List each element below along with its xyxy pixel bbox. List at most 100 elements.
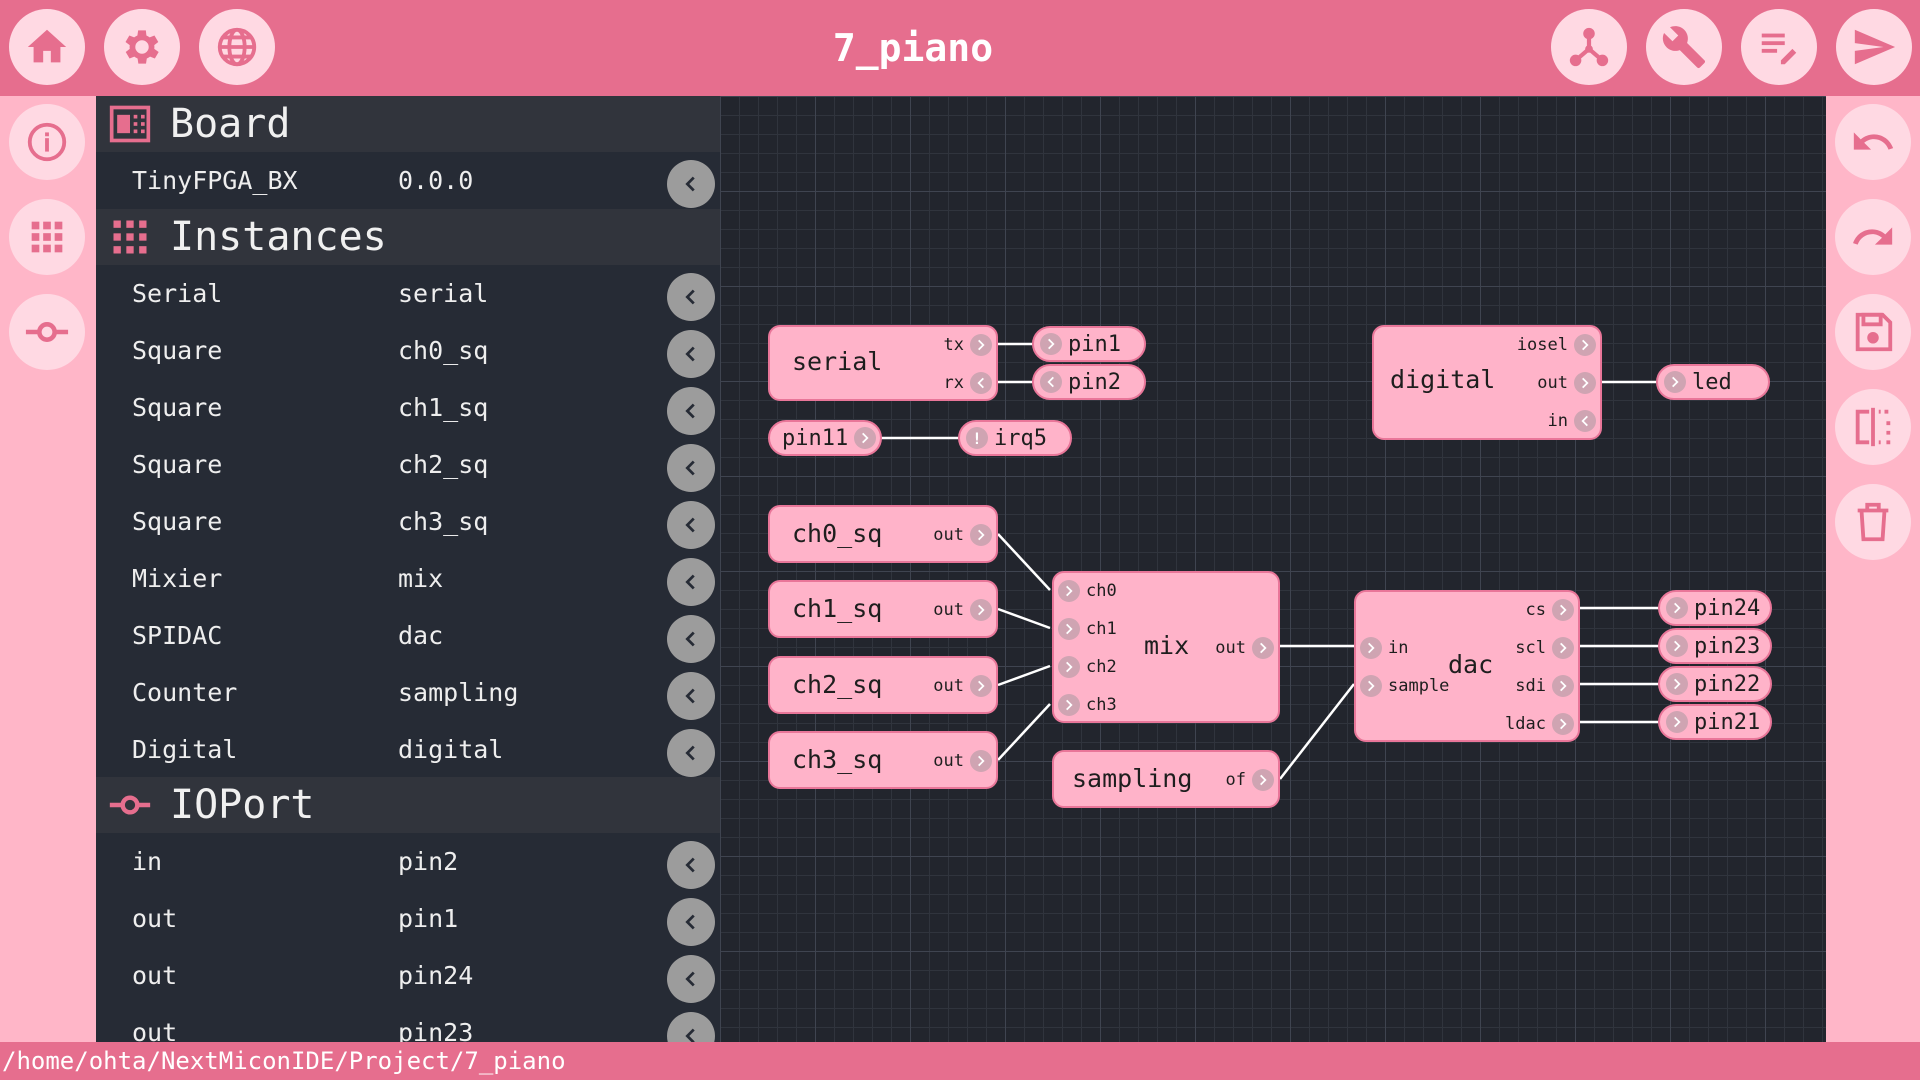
- in-port[interactable]: in: [1548, 409, 1596, 433]
- graph-button[interactable]: [1551, 9, 1627, 85]
- settings-button[interactable]: [104, 9, 180, 85]
- port-label: out: [933, 676, 964, 696]
- chevron-left-icon: [685, 176, 695, 192]
- save-button[interactable]: [1835, 294, 1911, 370]
- arrow-left-icon: [1574, 410, 1596, 432]
- instance-expand-button[interactable]: [667, 444, 715, 492]
- out-port[interactable]: out: [933, 523, 992, 547]
- arrow-right-icon: [1552, 675, 1574, 697]
- edit-button[interactable]: [1741, 9, 1817, 85]
- redo-button[interactable]: [1835, 199, 1911, 275]
- ioport-button[interactable]: [9, 294, 85, 370]
- graph-icon: [1569, 27, 1609, 67]
- ch2-sq-block[interactable]: ch2_sq out: [768, 656, 998, 714]
- send-icon: [1854, 29, 1896, 65]
- right-sidebar: [1826, 96, 1920, 1042]
- digital-block[interactable]: digital iosel out in: [1372, 325, 1602, 440]
- instance-expand-button[interactable]: [667, 729, 715, 777]
- cs-port[interactable]: cs: [1526, 598, 1574, 622]
- out-port[interactable]: out: [933, 749, 992, 773]
- instance-type: Square: [132, 507, 223, 536]
- ioport-expand-button[interactable]: [667, 955, 715, 1003]
- pin-label: pin1: [1068, 331, 1121, 357]
- sampling-block[interactable]: sampling of: [1052, 750, 1280, 808]
- web-button[interactable]: [199, 9, 275, 85]
- chevron-left-icon: [685, 857, 695, 873]
- pin-label: pin22: [1694, 671, 1761, 697]
- pin1-port[interactable]: pin1: [1032, 326, 1146, 362]
- of-port[interactable]: of: [1226, 768, 1274, 792]
- instance-expand-button[interactable]: [667, 558, 715, 606]
- ch0-sq-block[interactable]: ch0_sq out: [768, 505, 998, 563]
- pin2-port[interactable]: pin2: [1032, 364, 1146, 400]
- wires: [880, 342, 1658, 780]
- mirror-button[interactable]: [1835, 389, 1911, 465]
- dac-block[interactable]: in sample dac cs scl sdi ldac: [1354, 590, 1580, 742]
- pin23-port[interactable]: pin23: [1658, 628, 1772, 664]
- iosel-port[interactable]: iosel: [1517, 333, 1596, 357]
- info-button[interactable]: [9, 104, 85, 180]
- ch2-port[interactable]: ch2: [1058, 655, 1117, 679]
- ioport-expand-button[interactable]: [667, 1012, 715, 1042]
- instance-expand-button[interactable]: [667, 330, 715, 378]
- out-port[interactable]: out: [933, 674, 992, 698]
- ldac-port[interactable]: ldac: [1505, 712, 1574, 736]
- port-label: of: [1225, 770, 1246, 790]
- ch1-sq-block[interactable]: ch1_sq out: [768, 580, 998, 638]
- ch3-sq-block[interactable]: ch3_sq out: [768, 731, 998, 789]
- pin21-port[interactable]: pin21: [1658, 704, 1772, 740]
- arrow-right-icon: [1664, 371, 1686, 393]
- board-expand-button[interactable]: [667, 160, 715, 208]
- ch3-port[interactable]: ch3: [1058, 693, 1117, 717]
- out-port[interactable]: out: [1537, 371, 1596, 395]
- pin24-port[interactable]: pin24: [1658, 590, 1772, 626]
- instance-expand-button[interactable]: [667, 672, 715, 720]
- arrow-right-icon: [1058, 580, 1080, 602]
- instance-type: Square: [132, 450, 223, 479]
- ioport-icon: [109, 795, 151, 815]
- block-diagram-canvas[interactable]: serial tx rx pin1 pin2 pin11 !irq5 digit…: [720, 96, 1826, 1042]
- irq5-port[interactable]: !irq5: [958, 420, 1072, 456]
- arrow-right-icon: [1252, 769, 1274, 791]
- instance-name: ch0_sq: [398, 336, 489, 365]
- tx-port[interactable]: tx: [944, 333, 992, 357]
- rx-port[interactable]: rx: [944, 371, 992, 395]
- ioport-expand-button[interactable]: [667, 841, 715, 889]
- sdi-port[interactable]: sdi: [1515, 674, 1574, 698]
- globe-icon: [217, 27, 257, 67]
- board-heading: Board: [170, 101, 291, 147]
- serial-block[interactable]: serial tx rx: [768, 325, 998, 401]
- mix-block[interactable]: ch0 ch1 ch2 ch3 mix out: [1052, 571, 1280, 723]
- chevron-left-icon: [685, 460, 695, 476]
- out-port[interactable]: out: [933, 598, 992, 622]
- instances-button[interactable]: [9, 199, 85, 275]
- tools-button[interactable]: [1646, 9, 1722, 85]
- delete-button[interactable]: [1835, 484, 1911, 560]
- instance-expand-button[interactable]: [667, 273, 715, 321]
- ioport-pin: pin1: [398, 904, 459, 933]
- sample-port[interactable]: sample: [1360, 674, 1449, 698]
- instance-expand-button[interactable]: [667, 501, 715, 549]
- in-port[interactable]: in: [1360, 636, 1408, 660]
- pin11-port[interactable]: pin11: [768, 420, 882, 456]
- mirror-icon: [1855, 407, 1891, 447]
- undo-button[interactable]: [1835, 104, 1911, 180]
- instance-expand-button[interactable]: [667, 387, 715, 435]
- instance-expand-button[interactable]: [667, 615, 715, 663]
- pin22-port[interactable]: pin22: [1658, 666, 1772, 702]
- home-button[interactable]: [9, 9, 85, 85]
- chevron-left-icon: [685, 346, 695, 362]
- arrow-right-icon: [1058, 656, 1080, 678]
- pin-label: pin24: [1694, 595, 1761, 621]
- ch1-port[interactable]: ch1: [1058, 617, 1117, 641]
- out-port[interactable]: out: [1215, 636, 1274, 660]
- send-button[interactable]: [1836, 9, 1912, 85]
- led-port[interactable]: led: [1656, 364, 1770, 400]
- arrow-right-icon: [970, 524, 992, 546]
- block-name: digital: [1390, 365, 1496, 394]
- pin-label: pin11: [782, 425, 849, 451]
- scl-port[interactable]: scl: [1515, 636, 1574, 660]
- ioport-direction: out: [132, 904, 178, 933]
- ch0-port[interactable]: ch0: [1058, 579, 1117, 603]
- ioport-expand-button[interactable]: [667, 898, 715, 946]
